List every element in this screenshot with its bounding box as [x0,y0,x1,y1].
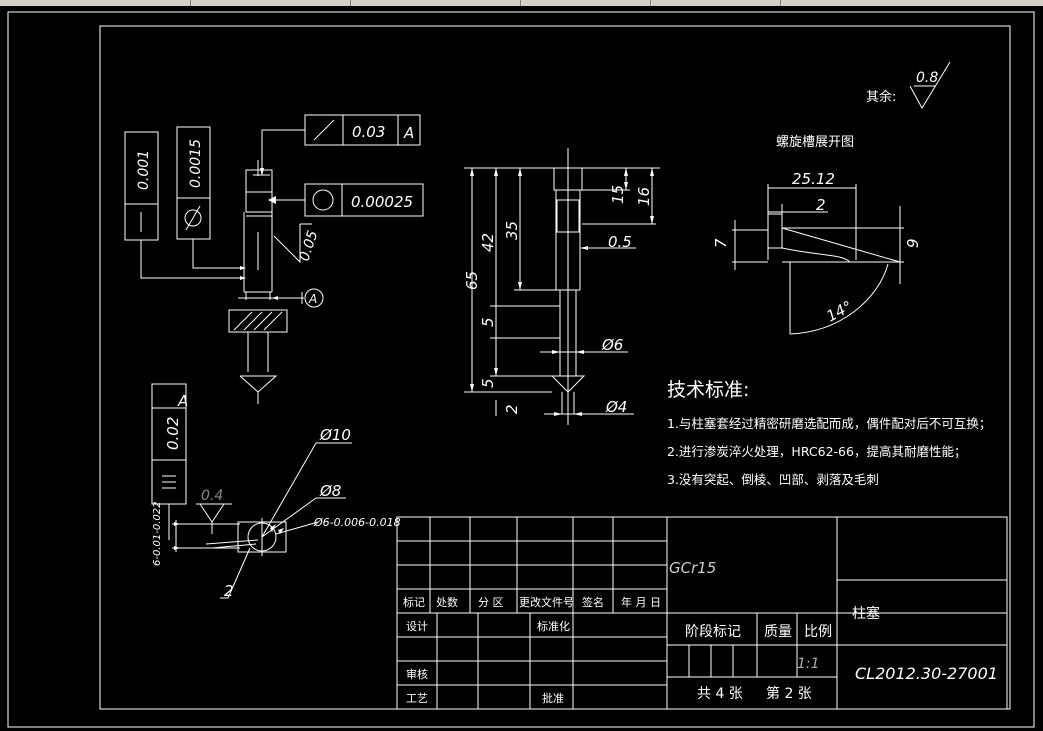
dim-left-tolerance: 6-0.01-0.022 [152,502,163,566]
toolbar-segment[interactable] [190,0,351,6]
middle-dimension-view: 65 42 35 15 16 0.5 5 5 2 Ø6 Ø4 [463,148,660,425]
header-date: 年 月 日 [621,595,661,609]
dim-5a: 5 [479,317,497,327]
process-label: 工艺 [406,692,428,705]
header-mark: 标记 [403,595,425,609]
dim-42: 42 [479,233,497,252]
design-label: 设计 [406,620,428,633]
dia-10: Ø10 [319,426,351,444]
part-name: 柱塞 [852,605,880,622]
toolbar-segment[interactable] [520,0,651,6]
drawing-number: CL2012.30-27001 [855,664,998,683]
dim-65: 65 [463,271,481,290]
flatness-symbol-icon [273,224,301,264]
roughness-symbol-icon [909,61,951,110]
spiral-groove-title: 螺旋槽展开图 [776,135,854,150]
dia-8: Ø8 [319,482,341,500]
groove-dim-width: 25.12 [792,170,835,188]
roundness-tolerance: 0.00025 [351,193,413,211]
tech-title: 技术标准: [667,379,749,401]
toolbar-segment[interactable] [650,0,781,6]
dim-15: 15 [609,185,627,204]
cylindricity-icon [184,209,202,227]
sheet-number: 第 2 张 [766,685,812,702]
toolbar-segment[interactable] [0,0,191,6]
cylindricity-tolerance: 0.0015 [188,139,204,188]
roughness-value: 0.4 [201,488,223,504]
datum-circle-icon [304,288,324,308]
material: GCr15 [669,559,716,577]
surface-finish-note: 其余: 0.8 [866,61,951,110]
dim-0-5: 0.5 [608,233,632,251]
toolbar-segment[interactable] [350,0,521,6]
roughness-04-icon [199,503,225,523]
dia-small-tolerance: Ø6-0.006-0.018 [313,516,401,529]
technical-requirements: 技术标准: 1.与柱塞套经过精密研磨选配而成，偶件配对后不可互换； 2.进行渗炭… [667,379,991,487]
standardize-label: 标准化 [537,619,570,633]
weight-label: 质量 [764,624,792,640]
spiral-groove-view: 螺旋槽展开图 25.12 2 7 9 14° [712,135,922,335]
groove-angle: 14° [823,297,855,325]
groove-dim-left: 7 [712,238,730,248]
runout-datum: A [403,124,414,142]
approve-label: 批准 [542,691,564,705]
section-view: A 0.02 0.4 Ø10 Ø8 Ø6-0.006-0.018 6-0.01-… [151,383,401,600]
tech-item-3: 3.没有突起、倒棱、凹部、剥落及毛刺 [667,472,879,487]
title-block: GCr15 柱塞 CL2012.30-27001 标记 处数 分 区 更改文件号… [396,516,1008,710]
dim-16: 16 [635,187,653,206]
groove-dim-right: 9 [904,238,922,248]
tech-item-1: 1.与柱塞套经过精密研磨选配而成，偶件配对后不可互换； [667,416,991,431]
dia-6: Ø6 [601,336,623,354]
symmetry-tolerance: 0.02 [164,417,182,450]
straightness-tolerance: 0.001 [136,150,152,190]
runout-arrow-icon [313,119,335,141]
scale-value: 1:1 [797,656,820,672]
window-top-bar [0,0,1043,6]
stage-mark-label: 阶段标记 [685,624,741,640]
header-zone: 分 区 [478,596,504,609]
header-count: 处数 [436,596,458,609]
cad-drawing-canvas[interactable]: 其余: 0.8 螺旋槽展开图 25.12 2 7 [0,6,1043,731]
left-main-view: 0.03 A 0.00025 0.001 0.0015 0.05 A [124,114,424,404]
section-dim-2: 2 [224,582,234,600]
sheet-total: 共 4 张 [697,686,743,702]
surface-finish-value: 0.8 [916,70,938,86]
groove-dim-pitch: 2 [816,196,826,214]
roundness-circle-icon [312,189,334,211]
dim-35: 35 [503,221,521,240]
header-change-doc: 更改文件号 [519,595,574,609]
outer-frame [7,11,1035,728]
review-label: 审核 [406,667,428,681]
header-signature: 签名 [582,595,604,609]
datum-label: A [308,292,317,306]
surface-finish-label: 其余: [866,89,896,105]
dim-2: 2 [503,404,521,414]
tech-item-2: 2.进行渗炭淬火处理，HRC62-66，提高其耐磨性能； [667,444,966,459]
runout-tolerance: 0.03 [352,123,385,141]
dim-5b: 5 [479,378,497,388]
symmetry-datum: A [177,392,188,410]
dia-4: Ø4 [605,398,627,416]
scale-label: 比例 [804,624,832,640]
